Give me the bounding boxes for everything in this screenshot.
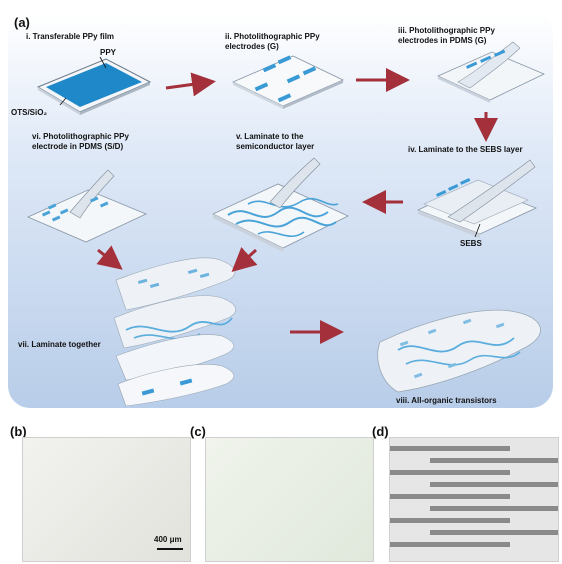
ppy-film-wafer — [36, 58, 152, 115]
panel-label-c: (c) — [190, 424, 206, 439]
step-5-label: v. Laminate to the semiconductor layer — [236, 132, 315, 151]
electrodes-in-pdms-sd — [27, 169, 147, 243]
ots-sio2-label: OTS/SiO₂ — [11, 108, 48, 117]
exploded-stack — [113, 257, 236, 407]
sebs-laminate — [416, 159, 538, 238]
panel-a-schematic: (a) i. Transferable PPy film PPY OTS/SiO… — [8, 12, 553, 408]
scale-bar-label: 400 μm — [154, 535, 182, 544]
scale-bar — [157, 548, 183, 550]
micrograph-b: 400 μm — [22, 437, 191, 562]
step-1-label: i. Transferable PPy film — [26, 32, 115, 41]
electrode-stripes — [390, 446, 558, 547]
all-organic-transistors-sheet — [377, 309, 541, 393]
process-arrows — [96, 68, 498, 344]
sebs-label: SEBS — [460, 239, 482, 248]
ots-pointer — [59, 97, 67, 106]
step-6-label: vi. Photolithographic PPy electrode in P… — [32, 132, 129, 151]
panel-label-a: (a) — [14, 15, 30, 30]
step-4-label: iv. Laminate to the SEBS layer — [408, 145, 523, 154]
ppy-pointer — [99, 56, 107, 69]
schematic-drawing — [27, 41, 545, 407]
semiconductor-layer — [212, 157, 349, 252]
micrograph-d — [389, 437, 559, 562]
panel-label-d: (d) — [372, 424, 389, 439]
step-7-label: vii. Laminate together — [18, 340, 101, 349]
micrograph-c — [205, 437, 374, 562]
ppy-label: PPY — [100, 48, 117, 57]
step-2-label: ii. Photolithographic PPy electrodes (G) — [225, 32, 320, 51]
step-3-label: iii. Photolithographic PPy electrodes in… — [398, 26, 495, 45]
step-8-label: viii. All-organic transistors — [396, 396, 497, 405]
panel-label-b: (b) — [10, 424, 27, 439]
sebs-pointer — [474, 223, 481, 238]
photolithographic-electrodes-g — [232, 55, 344, 109]
electrodes-in-pdms-g — [437, 41, 545, 103]
